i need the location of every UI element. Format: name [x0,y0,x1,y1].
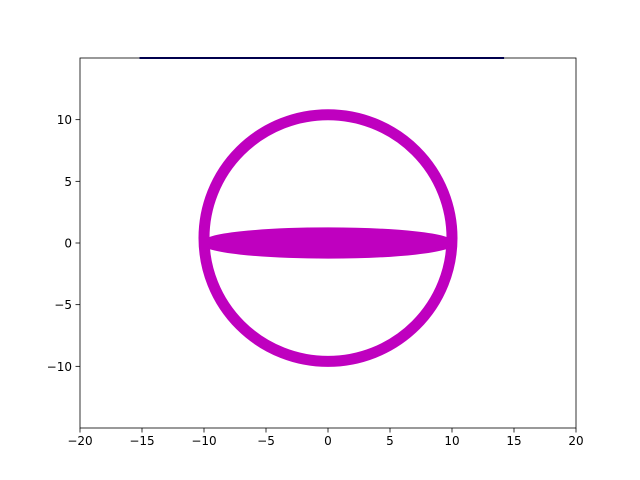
y-tick-label: 5 [64,175,72,189]
x-tick-label: −15 [129,434,154,448]
x-tick-label: −20 [67,434,92,448]
x-tick-label: −5 [257,434,275,448]
y-tick-label: −5 [54,298,72,312]
y-tick-label: −10 [47,360,72,374]
y-tick-label: 0 [64,237,72,251]
y-tick-label: 10 [57,113,72,127]
series-ellipse [202,227,454,259]
x-axis: −20 −15 −10 −5 0 5 10 15 20 [67,428,584,448]
x-tick-label: 20 [568,434,583,448]
series-circle [198,109,458,367]
x-tick-label: 15 [506,434,521,448]
y-axis: −10 −5 0 5 10 [47,113,80,374]
x-tick-label: −10 [191,434,216,448]
x-tick-label: 10 [444,434,459,448]
x-tick-label: 0 [324,434,332,448]
x-tick-label: 5 [386,434,394,448]
